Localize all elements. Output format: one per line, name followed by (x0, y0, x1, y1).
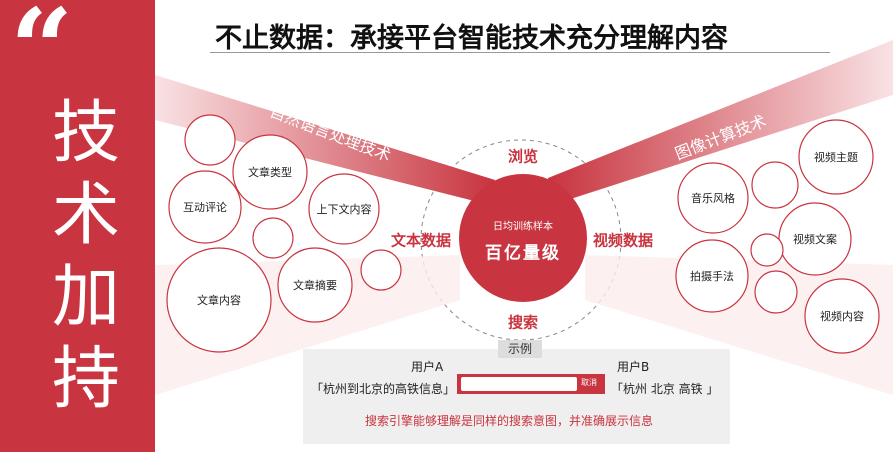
search-input[interactable] (461, 377, 577, 391)
bubble-label-article-type: 文章类型 (248, 166, 292, 179)
bubble-label-context: 上下文内容 (316, 203, 372, 216)
dashed-orbit (420, 139, 622, 341)
bubble-label-comments: 互动评论 (183, 201, 227, 214)
search-label: 搜索 (507, 313, 539, 332)
title-divider (210, 52, 830, 53)
video-data-label: 视频数据 (592, 231, 654, 250)
left-bubble-deco-2 (252, 217, 294, 259)
left-bubble-content (166, 247, 272, 353)
side-char-1: 技 (51, 94, 120, 173)
bubble-label-video-copy: 视频文案 (793, 233, 837, 246)
bubble-label-content: 文章内容 (197, 294, 241, 307)
quote-mark: “ (10, 0, 74, 113)
example-tag: 示例 (498, 340, 542, 358)
example-panel (303, 349, 730, 444)
bubble-label-summary: 文章摘要 (293, 279, 337, 292)
right-bubble-deco-3 (754, 270, 798, 314)
right-bubble-topic (798, 119, 874, 195)
cancel-button[interactable]: 取消 (581, 378, 597, 387)
image-band (548, 40, 893, 205)
side-char-4: 持 (51, 340, 120, 419)
left-bubble-summary (277, 247, 353, 323)
side-char-2: 术 (51, 176, 120, 255)
center-top-label: 日均训练样本 (493, 221, 553, 233)
left-bubble-deco-1 (184, 114, 236, 166)
user-a-query: 「杭州到北京的高铁信息」 (311, 382, 456, 396)
search-bar: 取消 (457, 374, 605, 394)
side-char-3: 加 (51, 258, 120, 337)
bubble-label-video-content: 视频内容 (820, 310, 864, 323)
left-bubble-deco-3 (360, 249, 402, 291)
user-b-query: 「杭州 北京 高铁 」 (611, 382, 719, 396)
right-bubble-content (804, 278, 880, 354)
nlp-band (155, 75, 495, 205)
side-panel: “ 技 术 加 持 (0, 0, 155, 452)
user-b-label: 用户B (617, 360, 650, 374)
bubble-label-music-style: 音乐风格 (691, 192, 735, 205)
left-bubble-comments (168, 170, 242, 244)
center-main-label: 百亿量级 (485, 243, 561, 264)
bubble-label-video-topic: 视频主题 (814, 151, 858, 164)
example-note: 搜索引擎能够理解是同样的搜索意图，并准确展示信息 (365, 414, 654, 428)
right-bubble-deco-2 (750, 233, 784, 267)
left-bubble-context (308, 173, 380, 245)
page-title: 不止数据：承接平台智能技术充分理解内容 (215, 23, 728, 54)
right-bubble-deco-1 (751, 161, 799, 209)
right-bubble-music (677, 162, 749, 234)
bubble-label-technique: 拍摄手法 (690, 270, 734, 283)
user-a-label: 用户A (411, 360, 444, 374)
text-data-label: 文本数据 (390, 231, 452, 250)
center-circle (459, 174, 587, 302)
left-bubble-article-type (232, 134, 308, 210)
browse-label: 浏览 (507, 147, 539, 166)
right-bubble-technique (675, 239, 749, 313)
